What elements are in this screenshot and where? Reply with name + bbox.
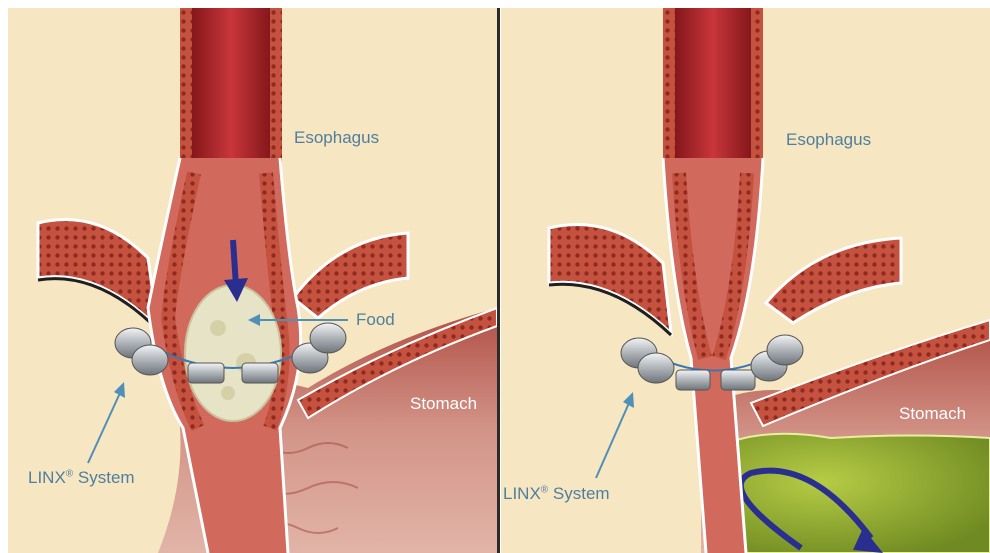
linx-suffix: System bbox=[548, 484, 609, 503]
food-label: Food bbox=[356, 310, 395, 330]
panel-divider bbox=[497, 8, 500, 553]
pointer-arrow-icon bbox=[596, 392, 634, 478]
linx-suffix: System bbox=[73, 468, 134, 487]
diaphragm-right bbox=[293, 233, 408, 318]
esophagus-tube bbox=[186, 8, 276, 168]
linx-system-label: LINX® System bbox=[503, 484, 610, 504]
reflux-acid bbox=[711, 434, 990, 553]
linx-name: LINX bbox=[503, 484, 541, 503]
stomach-label: Stomach bbox=[410, 394, 477, 414]
esophagus-label: Esophagus bbox=[786, 130, 871, 150]
linx-name: LINX bbox=[28, 468, 66, 487]
linx-system-label: LINX® System bbox=[28, 468, 135, 488]
diaphragm-right bbox=[766, 238, 901, 323]
food-bolus bbox=[185, 285, 281, 421]
esophagus-tube bbox=[669, 8, 757, 168]
panel-food-passing: Esophagus Food Stomach LINX® System bbox=[8, 8, 497, 553]
esophagus-label: Esophagus bbox=[294, 128, 379, 148]
panel-reflux-blocked: Esophagus Stomach LINX® System bbox=[501, 8, 990, 553]
stomach-label: Stomach bbox=[899, 404, 966, 424]
diaphragm-left bbox=[549, 225, 671, 333]
anatomy-right bbox=[501, 8, 990, 553]
